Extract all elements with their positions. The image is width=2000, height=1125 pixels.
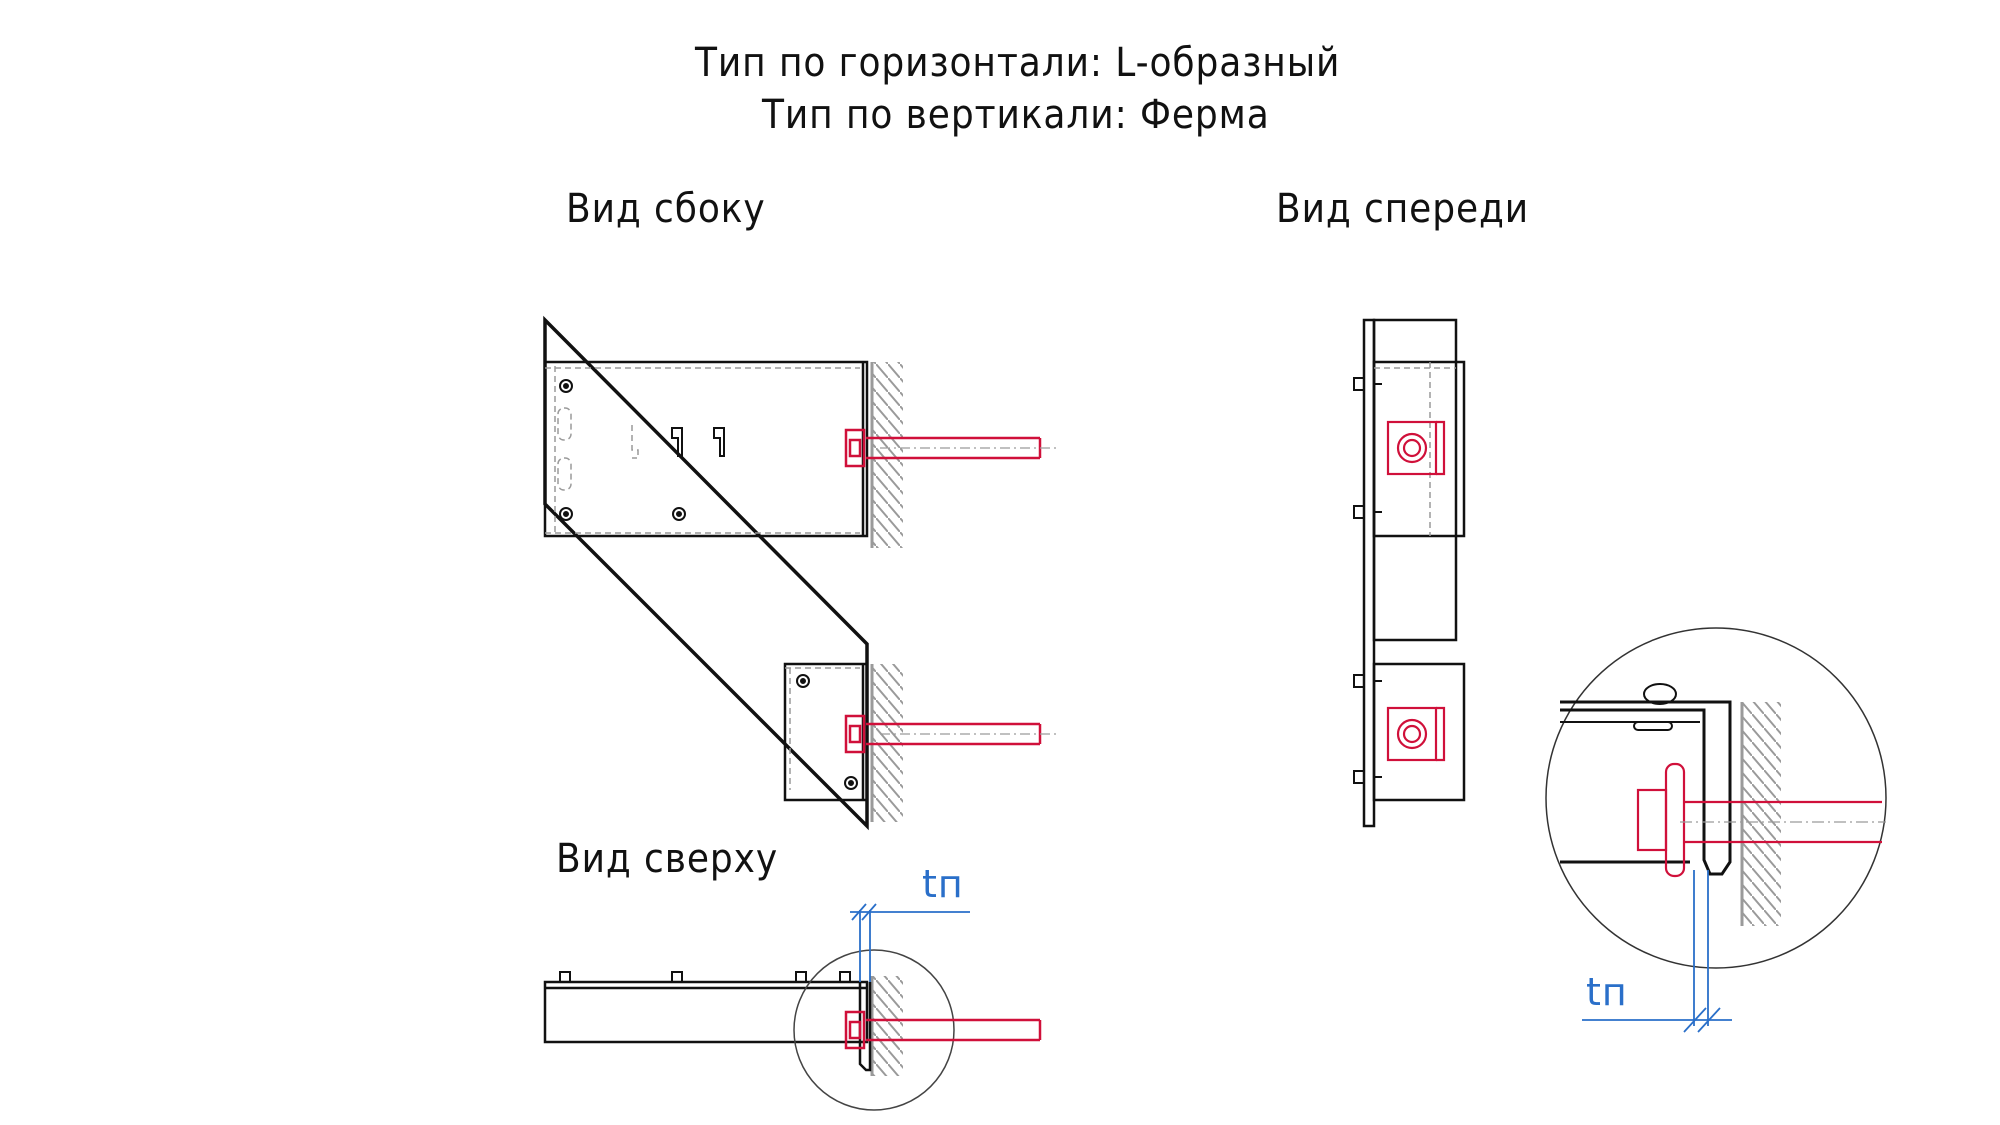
side-anchor-upper <box>844 428 1060 468</box>
top-detail-circle <box>793 949 955 1111</box>
top-wall <box>870 976 903 1076</box>
top-bracket-body <box>543 980 869 1044</box>
front-view-label: Вид спереди <box>1276 186 1530 232</box>
detail-view <box>1545 627 1887 969</box>
detail-circle <box>1545 627 1887 969</box>
front-lower-bracket <box>1372 662 1466 802</box>
front-bolts <box>1353 377 1382 784</box>
side-wall-upper <box>870 362 903 548</box>
front-view <box>1353 318 1466 828</box>
truss-diagonal <box>543 315 869 831</box>
side-view <box>543 315 903 831</box>
front-upper-bracket <box>1372 360 1466 538</box>
side-anchor-lower <box>844 714 1060 754</box>
detail-wall <box>1740 702 1781 926</box>
front-plate <box>1362 318 1376 828</box>
front-anchor-upper <box>1386 420 1446 476</box>
detail-dimension-label: tп <box>1586 970 1628 1014</box>
top-view-label: Вид сверху <box>556 836 779 882</box>
top-bolts <box>559 971 851 983</box>
top-view <box>543 949 955 1111</box>
side-view-label: Вид сбоку <box>566 186 766 232</box>
top-view-dimension-label: tп <box>922 862 964 906</box>
side-upper-bracket <box>543 360 869 538</box>
top-dimension <box>850 903 970 982</box>
front-anchor-lower <box>1386 706 1446 762</box>
title-line-2: Тип по вертикали: Ферма <box>762 92 1270 138</box>
detail-dimension <box>1582 870 1732 1033</box>
title-line-1: Тип по горизонтали: L-образный <box>695 40 1341 86</box>
side-bolts <box>559 379 858 790</box>
detail-anchor <box>1636 762 1886 878</box>
top-anchor <box>844 1010 1042 1050</box>
